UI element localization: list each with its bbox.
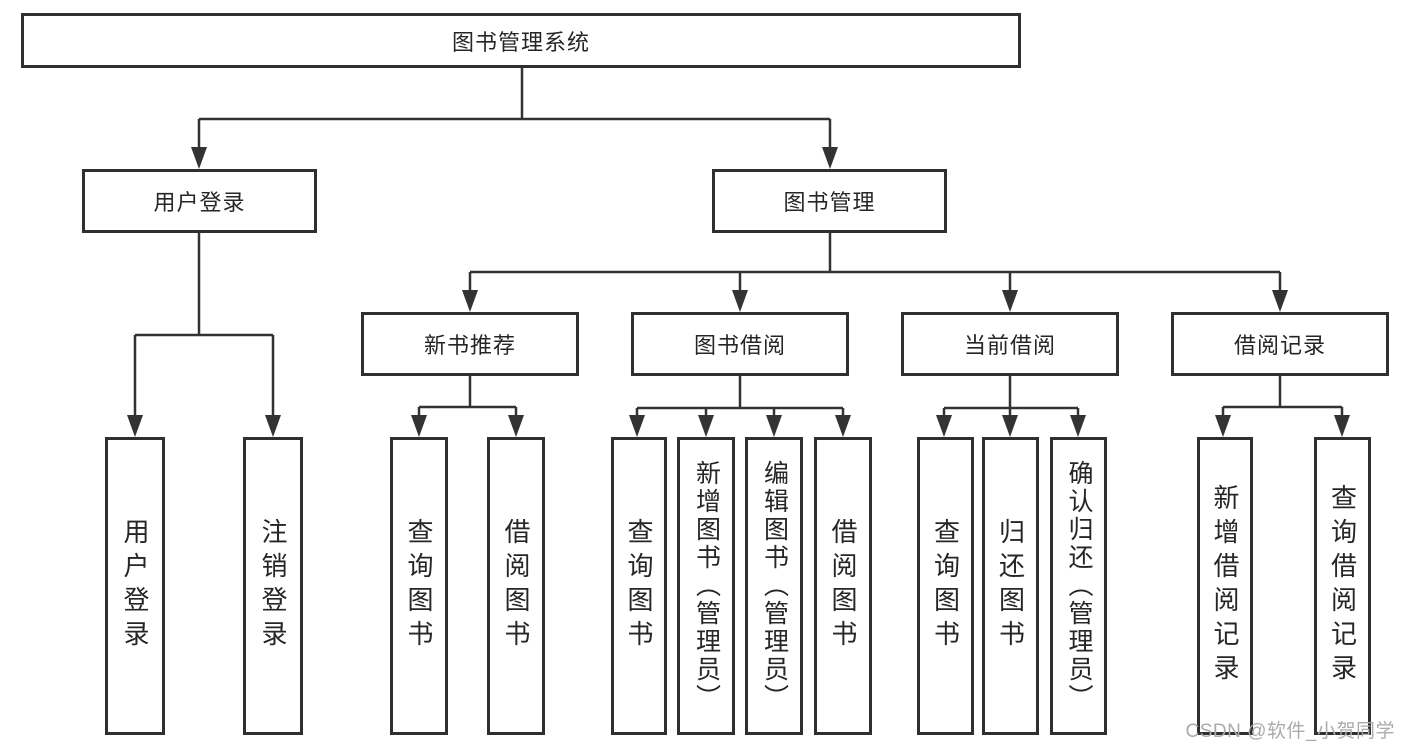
leaf-query-books-current: 查询图书: [917, 437, 974, 735]
watermark: CSDN @软件_小贺同学: [1185, 721, 1395, 742]
leaf-add-borrow-record-label: 新增借阅记录: [1210, 484, 1240, 688]
leaf-add-books-admin: 新增图书（管理员）: [677, 437, 735, 735]
node-book-borrow: 图书借阅: [631, 312, 849, 376]
node-book-management-label: 图书管理: [783, 190, 876, 215]
node-user-login-label: 用户登录: [153, 190, 246, 215]
leaf-query-books-recommend: 查询图书: [390, 437, 448, 735]
node-new-book-recommend: 新书推荐: [361, 312, 579, 376]
leaf-query-books-recommend-label: 查询图书: [404, 518, 434, 654]
leaf-logout: 注销登录: [243, 437, 303, 735]
leaf-add-books-admin-label: 新增图书（管理员）: [692, 460, 721, 712]
leaf-return-books-label: 归还图书: [995, 518, 1026, 654]
node-borrow-records-label: 借阅记录: [1233, 333, 1326, 358]
leaf-logout-label: 注销登录: [258, 518, 288, 654]
leaf-add-borrow-record: 新增借阅记录: [1197, 437, 1253, 735]
leaf-borrow-books: 借阅图书: [814, 437, 872, 735]
leaf-query-books-current-label: 查询图书: [930, 518, 961, 654]
leaf-query-borrow-record: 查询借阅记录: [1314, 437, 1371, 735]
leaf-borrow-books-recommend-label: 借阅图书: [501, 518, 531, 654]
leaf-borrow-books-recommend: 借阅图书: [487, 437, 545, 735]
node-new-book-recommend-label: 新书推荐: [423, 333, 516, 358]
leaf-query-books-borrow: 查询图书: [611, 437, 667, 735]
leaf-query-books-borrow-label: 查询图书: [624, 518, 654, 654]
leaf-edit-books-admin-label: 编辑图书（管理员）: [760, 460, 789, 712]
node-user-login: 用户登录: [82, 169, 317, 233]
leaf-return-books: 归还图书: [982, 437, 1039, 735]
arrowhead-icons: [127, 147, 1350, 437]
node-book-borrow-label: 图书借阅: [693, 333, 786, 358]
leaf-edit-books-admin: 编辑图书（管理员）: [745, 437, 803, 735]
leaf-borrow-books-label: 借阅图书: [828, 518, 858, 654]
node-root-label: 图书管理系统: [451, 29, 590, 55]
node-root: 图书管理系统: [21, 13, 1021, 68]
node-borrow-records: 借阅记录: [1171, 312, 1389, 376]
leaf-confirm-return-admin: 确认归还（管理员）: [1050, 437, 1107, 735]
node-current-borrow-label: 当前借阅: [963, 333, 1056, 358]
node-current-borrow: 当前借阅: [901, 312, 1119, 376]
leaf-query-borrow-record-label: 查询借阅记录: [1327, 484, 1358, 688]
node-book-management: 图书管理: [712, 169, 947, 233]
leaf-user-login: 用户登录: [105, 437, 165, 735]
leaf-user-login-label: 用户登录: [120, 518, 150, 654]
leaf-confirm-return-admin-label: 确认归还（管理员）: [1065, 460, 1093, 712]
